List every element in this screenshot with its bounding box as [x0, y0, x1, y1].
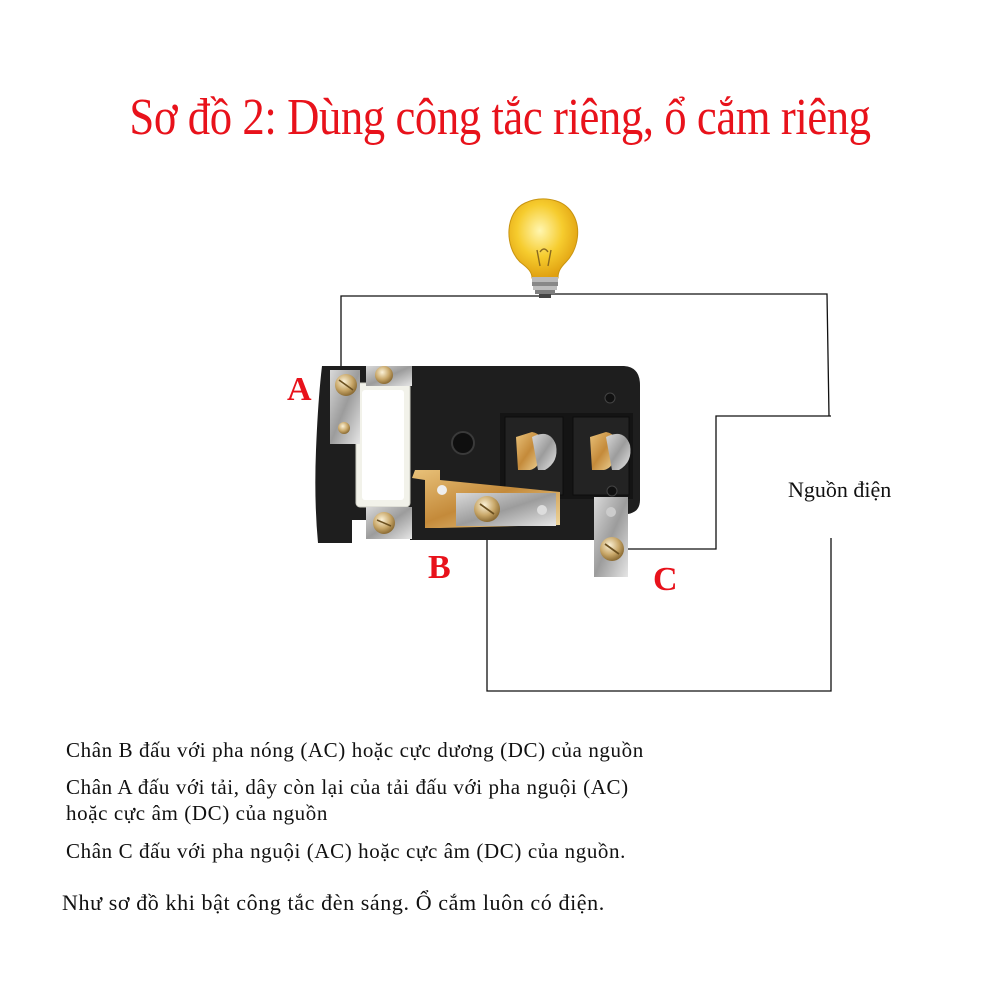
- page-title: Sơ đồ 2: Dùng công tắc riêng, ổ cắm riên…: [129, 89, 871, 146]
- label-a: A: [287, 371, 312, 408]
- label-power-source: Nguồn điện: [788, 477, 891, 502]
- wires: [340, 293, 832, 692]
- wire-c-to-source: [612, 415, 831, 550]
- light-bulb-icon: [508, 198, 579, 298]
- note-terminal-a: Chân A đấu với tải, dây còn lại của tải …: [66, 775, 629, 799]
- label-b: B: [428, 549, 451, 586]
- wire-a-to-lamp: [340, 295, 545, 375]
- wire-lamp-to-source: [545, 293, 830, 417]
- note-summary: Như sơ đồ khi bật công tắc đèn sáng. Ổ c…: [62, 890, 605, 915]
- note-terminal-c: Chân C đấu với pha nguội (AC) hoặc cực â…: [66, 839, 626, 863]
- label-c: C: [653, 561, 678, 598]
- wire-b-to-source: [486, 509, 832, 692]
- note-terminal-b: Chân B đấu với pha nóng (AC) hoặc cực dư…: [66, 738, 644, 762]
- note-terminal-a-cont: hoặc cực âm (DC) của nguồn: [66, 801, 328, 825]
- switch-socket-device: [315, 366, 640, 577]
